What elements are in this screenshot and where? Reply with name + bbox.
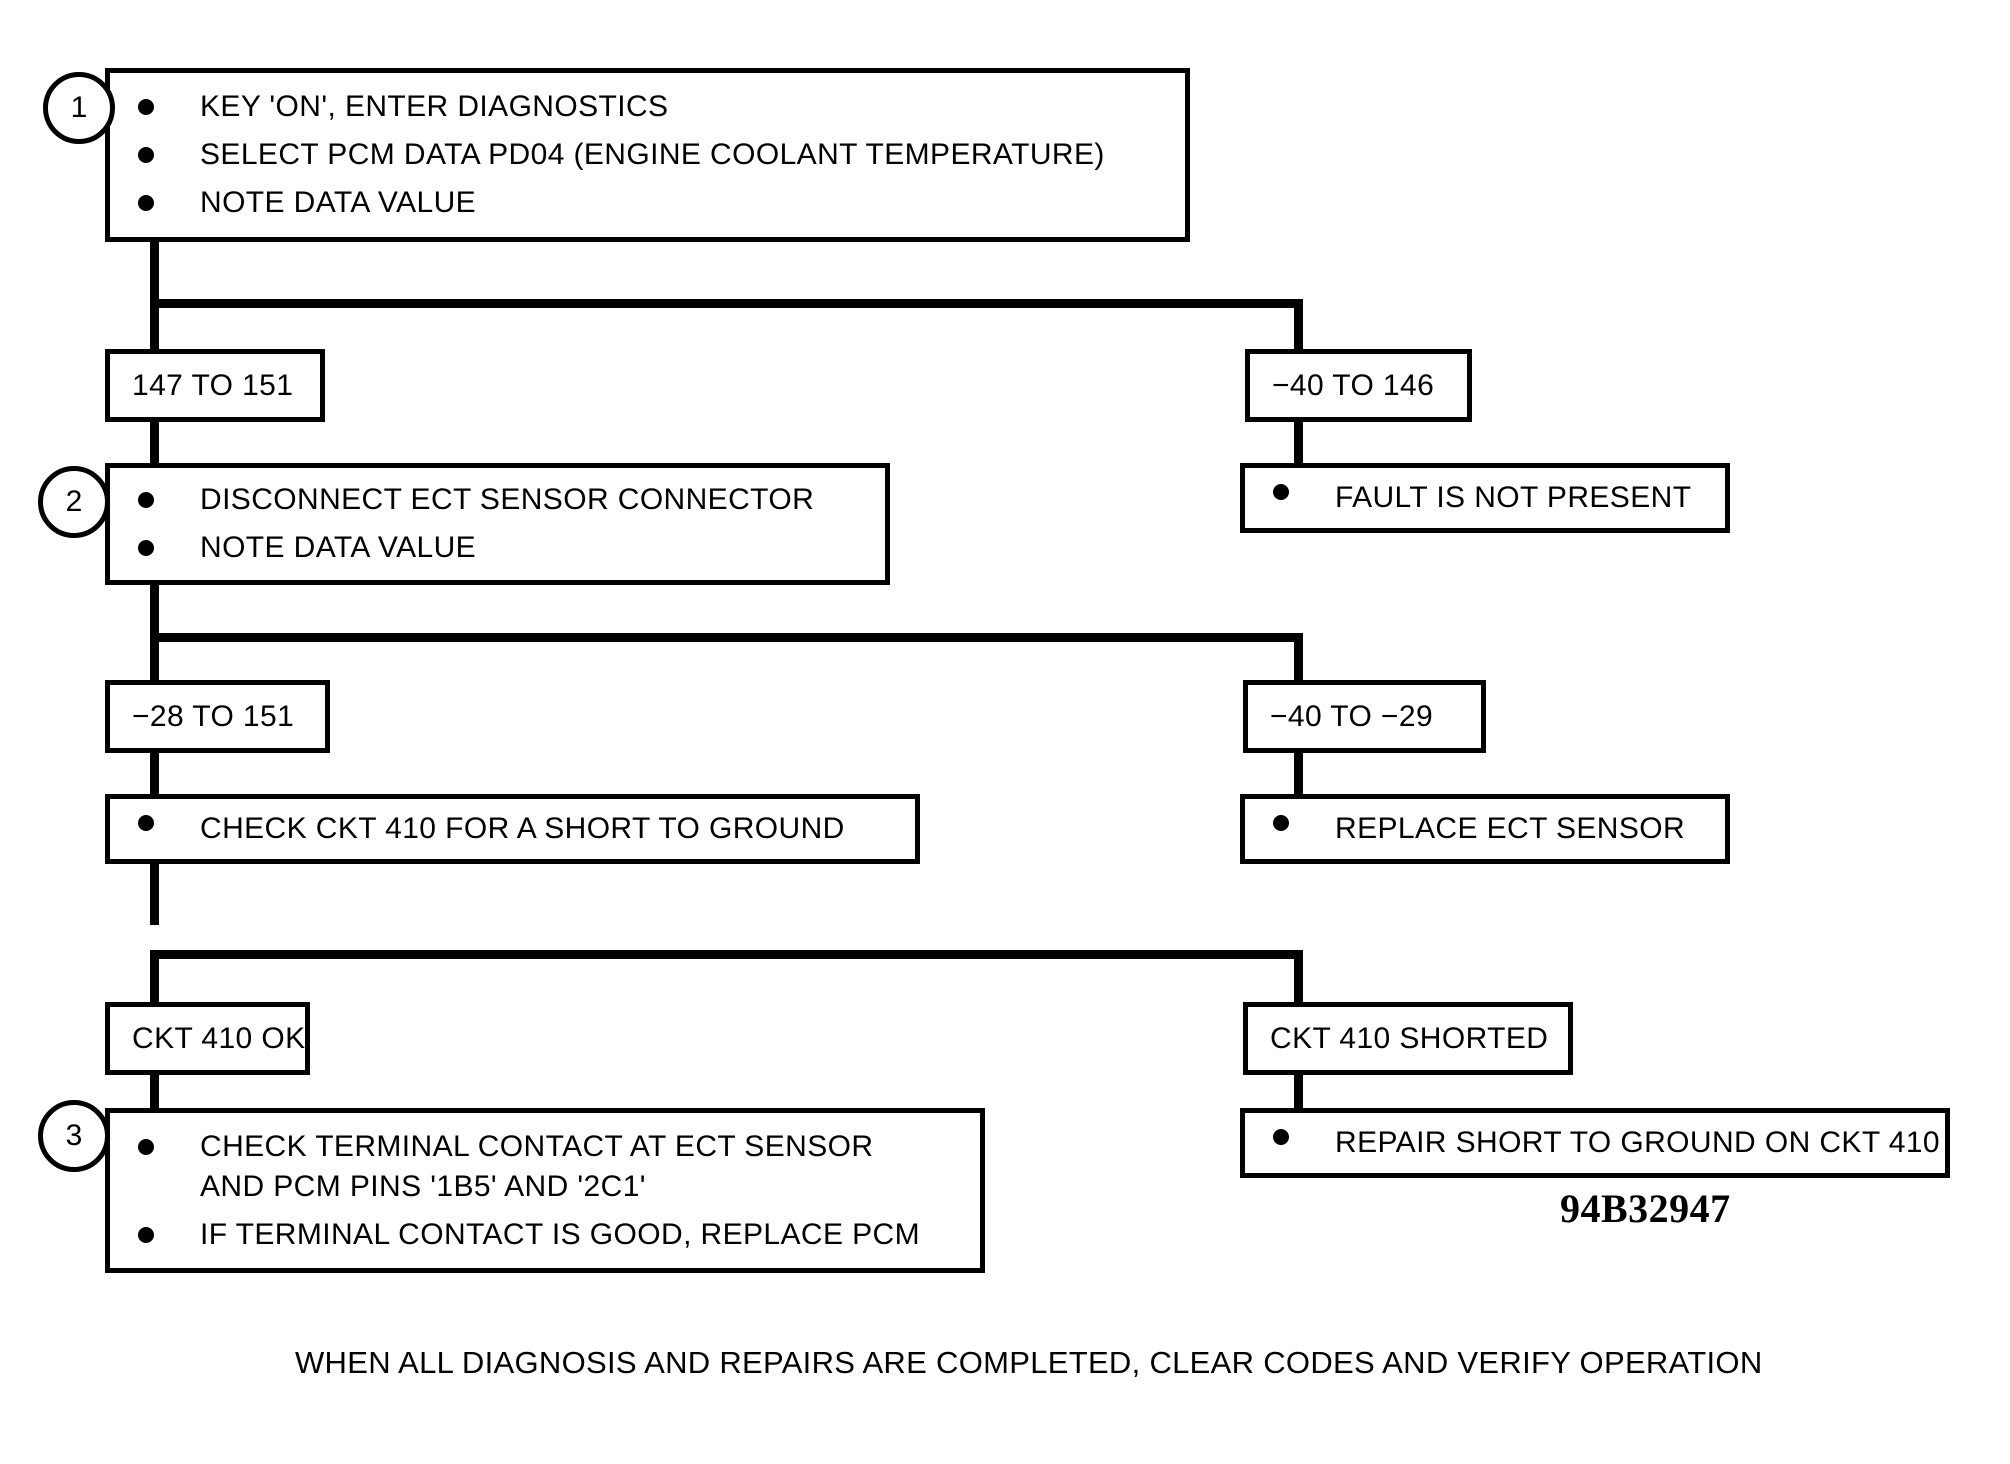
bullet-dot-icon — [138, 1226, 154, 1243]
connector-step1-down — [150, 240, 159, 306]
branch1-left-label-box: 147 TO 151 — [105, 349, 325, 422]
bullet-dot-icon — [138, 815, 154, 831]
branch2-left-label-box: −28 TO 151 — [105, 680, 330, 753]
connector-branch1-right-down — [1294, 299, 1303, 352]
branch3-right-label-box: CKT 410 SHORTED — [1243, 1002, 1573, 1075]
step2-bullet-2-text: NOTE DATA VALUE — [200, 531, 477, 564]
connector-action1-down — [150, 862, 159, 925]
bullet-dot-icon — [1273, 815, 1289, 831]
step2-bullet-1-text: DISCONNECT ECT SENSOR CONNECTOR — [200, 483, 815, 516]
connector-branch1-left-to-step2 — [150, 418, 159, 466]
connector-branch2-right-to-result2 — [1294, 749, 1303, 797]
bullet-dot-icon — [1273, 484, 1289, 500]
step2-bullet-1: DISCONNECT ECT SENSOR CONNECTOR — [110, 476, 885, 524]
result3-box: REPAIR SHORT TO GROUND ON CKT 410 — [1240, 1108, 1950, 1178]
branch2-right-label: −40 TO −29 — [1270, 699, 1434, 733]
branch3-right-label: CKT 410 SHORTED — [1270, 1021, 1549, 1055]
action1-box: CHECK CKT 410 FOR A SHORT TO GROUND — [105, 794, 920, 864]
result2-bullet-text: REPLACE ECT SENSOR — [1335, 812, 1686, 845]
connector-branch3-left-down — [150, 950, 159, 1008]
bullet-dot-icon — [138, 195, 154, 211]
step3-bullet-1-text: CHECK TERMINAL CONTACT AT ECT SENSOR AND… — [200, 1129, 874, 1203]
step1-bullet-3: NOTE DATA VALUE — [110, 179, 1185, 227]
connector-branch1-right-to-result1 — [1294, 418, 1303, 466]
step1-bullet-2-text: SELECT PCM DATA PD04 (ENGINE COOLANT TEM… — [200, 138, 1105, 171]
footer-note: WHEN ALL DIAGNOSIS AND REPAIRS ARE COMPL… — [295, 1345, 1763, 1380]
branch3-left-label: CKT 410 OK — [132, 1021, 306, 1055]
step-marker-3-label: 3 — [65, 1119, 83, 1152]
step3-bullet-2: IF TERMINAL CONTACT IS GOOD, REPLACE PCM — [110, 1211, 980, 1259]
step1-bullet-2: SELECT PCM DATA PD04 (ENGINE COOLANT TEM… — [110, 131, 1185, 179]
step-marker-2: 2 — [38, 466, 110, 538]
step3-box: CHECK TERMINAL CONTACT AT ECT SENSOR AND… — [105, 1108, 985, 1273]
branch3-left-label-box: CKT 410 OK — [105, 1002, 310, 1075]
step1-bullet-1: KEY 'ON', ENTER DIAGNOSTICS — [110, 83, 1185, 131]
bullet-dot-icon — [138, 540, 154, 556]
connector-branch3-horizontal — [150, 950, 1303, 959]
step2-bullet-2: NOTE DATA VALUE — [110, 524, 885, 572]
connector-branch2-left-to-action1 — [150, 749, 159, 797]
result3-bullet: REPAIR SHORT TO GROUND ON CKT 410 — [1245, 1119, 1945, 1167]
branch1-right-label-box: −40 TO 146 — [1245, 349, 1472, 422]
connector-branch3-left-to-step3 — [150, 1071, 159, 1111]
connector-branch1-left-down — [150, 299, 159, 352]
action1-bullet-text: CHECK CKT 410 FOR A SHORT TO GROUND — [200, 812, 845, 845]
step3-bullet-2-text: IF TERMINAL CONTACT IS GOOD, REPLACE PCM — [200, 1217, 920, 1251]
figure-code: 94B32947 — [1560, 1186, 1731, 1231]
branch1-left-label: 147 TO 151 — [132, 368, 294, 402]
step-marker-1-label: 1 — [70, 91, 88, 124]
result1-bullet-text: FAULT IS NOT PRESENT — [1335, 481, 1692, 514]
result2-box: REPLACE ECT SENSOR — [1240, 794, 1730, 864]
connector-branch2-right-down — [1294, 633, 1303, 683]
branch2-left-label: −28 TO 151 — [132, 699, 295, 733]
result3-bullet-text: REPAIR SHORT TO GROUND ON CKT 410 — [1335, 1126, 1941, 1159]
branch1-right-label: −40 TO 146 — [1272, 368, 1435, 402]
bullet-dot-icon — [138, 147, 154, 163]
branch2-right-label-box: −40 TO −29 — [1243, 680, 1486, 753]
bullet-dot-icon — [138, 99, 154, 115]
connector-step2-down — [150, 583, 159, 640]
connector-branch3-right-to-result3 — [1294, 1071, 1303, 1111]
result1-box: FAULT IS NOT PRESENT — [1240, 463, 1730, 533]
step1-box: KEY 'ON', ENTER DIAGNOSTICS SELECT PCM D… — [105, 68, 1190, 242]
bullet-dot-icon — [138, 1138, 154, 1155]
step-marker-3: 3 — [38, 1100, 110, 1172]
step-marker-1: 1 — [43, 72, 115, 144]
result2-bullet: REPLACE ECT SENSOR — [1245, 805, 1725, 853]
bullet-dot-icon — [138, 492, 154, 508]
connector-branch1-horizontal — [150, 299, 1303, 308]
step-marker-2-label: 2 — [65, 485, 83, 518]
connector-branch3-right-down — [1294, 950, 1303, 1008]
step1-bullet-1-text: KEY 'ON', ENTER DIAGNOSTICS — [200, 90, 669, 123]
action1-bullet: CHECK CKT 410 FOR A SHORT TO GROUND — [110, 805, 915, 853]
result1-bullet: FAULT IS NOT PRESENT — [1245, 474, 1725, 522]
step1-bullet-3-text: NOTE DATA VALUE — [200, 186, 477, 219]
step3-bullet-1: CHECK TERMINAL CONTACT AT ECT SENSOR AND… — [110, 1123, 980, 1211]
step2-box: DISCONNECT ECT SENSOR CONNECTOR NOTE DAT… — [105, 463, 890, 585]
bullet-dot-icon — [1273, 1129, 1289, 1145]
connector-branch2-horizontal — [150, 633, 1303, 642]
connector-branch2-left-down — [150, 633, 159, 683]
